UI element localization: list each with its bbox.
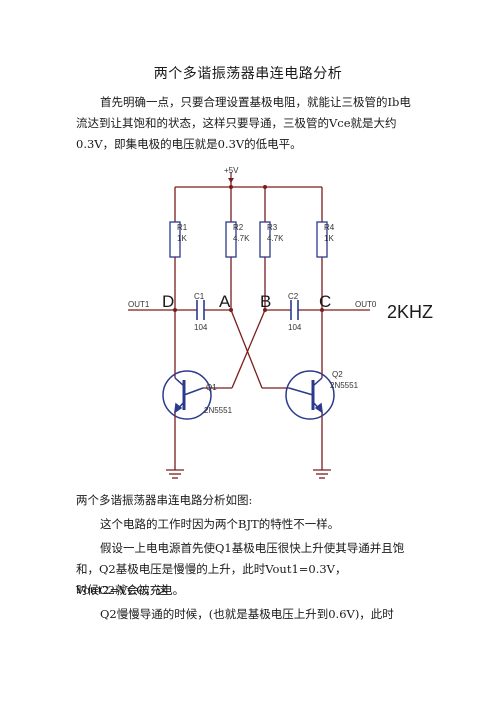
r1-ref: R1 (177, 223, 188, 232)
supply-label: +5V (224, 166, 239, 175)
para-q2: Q2慢慢导通的时候，(也就是基极电压上升到0.6V)，此时 (100, 607, 394, 621)
node-d-label: D (162, 292, 174, 311)
r4-ref: R4 (324, 223, 335, 232)
r2-ref: R2 (233, 223, 244, 232)
figure-caption: 两个多谐振荡器串连电路分析如图: (76, 493, 253, 507)
document-title: 两个多谐振荡器串连电路分析 (153, 66, 343, 82)
resistor-r3 (259, 221, 271, 258)
assume-line-1: 假设一上电电源首先使Q1基极电压很快上升使其导通并且饱 (100, 541, 405, 555)
intro-line-3: 0.3V，即集电极的电压就是0.3V的低电平。 (76, 137, 302, 151)
ground-left-icon (166, 469, 184, 479)
resistor-r4 (316, 221, 328, 258)
q2-ref: Q2 (332, 370, 343, 379)
out0-label: OUT0 (355, 300, 377, 309)
assume-line-3: 时候C2就会被充电。 (76, 583, 185, 597)
intro-line-2: 流达到让其饱和的状态，这样只要导通，三极管的Vce就是大约 (76, 116, 397, 130)
q2-part: 2N5551 (330, 381, 359, 390)
r2-value: 4.7K (233, 234, 250, 243)
capacitor-c1 (196, 300, 205, 320)
r4-value: 1K (324, 234, 334, 243)
c1-ref: C1 (194, 292, 205, 301)
assume-line-2: 和，Q2基极电压是慢慢的上升，此时Vout1=0.3V，Vout2=VCC，这 (76, 562, 347, 597)
q1-ref: Q1 (206, 383, 217, 392)
capacitor-c2 (290, 300, 299, 320)
c1-value: 104 (194, 323, 208, 332)
supply-terminal-icon (228, 172, 234, 183)
ground-right-icon (313, 469, 331, 479)
frequency-label: 2KHZ (387, 302, 433, 322)
r3-ref: R3 (267, 223, 278, 232)
resistor-r1 (169, 221, 181, 258)
transistor-q1-icon (162, 370, 212, 420)
q1-part: 2N5551 (204, 406, 233, 415)
intro-line-1: 首先明确一点，只要合理设置基极电阻，就能让三极管的Ib电 (100, 95, 411, 109)
r1-value: 1K (177, 234, 187, 243)
transistor-q2-icon (285, 370, 335, 420)
r3-value: 4.7K (267, 234, 284, 243)
c2-ref: C2 (288, 292, 299, 301)
node-c-label: C (319, 292, 331, 311)
resistor-r2 (225, 221, 237, 258)
c2-value: 104 (288, 323, 302, 332)
para-bjt: 这个电路的工作时因为两个BJT的特性不一样。 (100, 517, 340, 531)
node-a-label: A (219, 292, 231, 311)
node-b-label: B (260, 292, 271, 311)
out1-label: OUT1 (128, 300, 150, 309)
